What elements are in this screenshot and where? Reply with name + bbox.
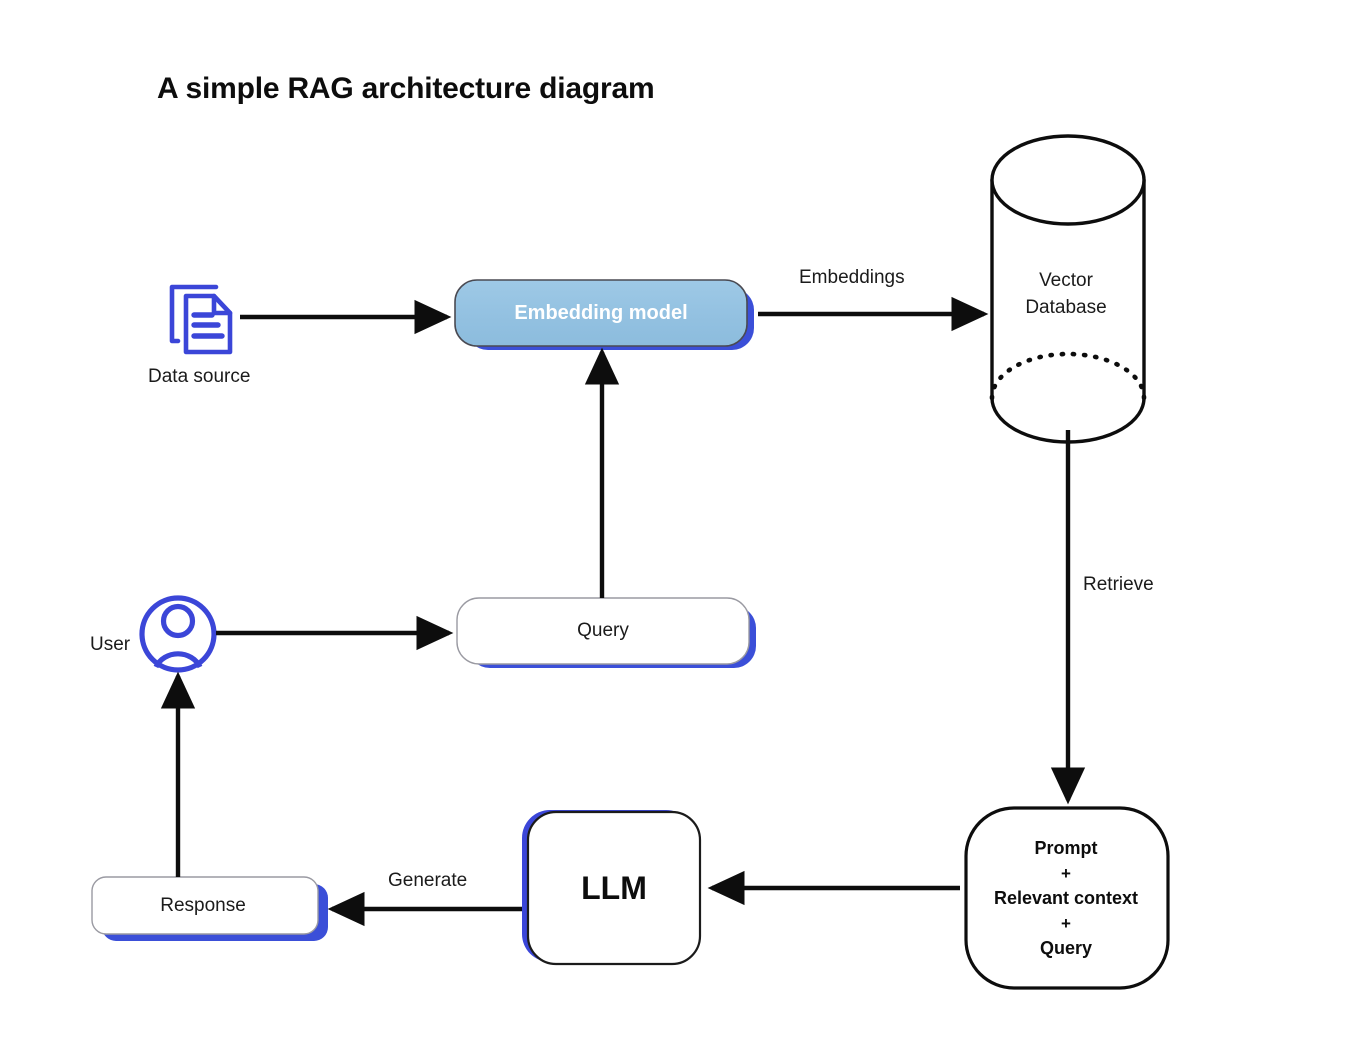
edge-label-embeddings: Embeddings: [799, 267, 905, 288]
embedding-model-box[interactable]: [454, 279, 748, 347]
vector-database-cylinder[interactable]: [989, 134, 1147, 444]
edge-label-generate: Generate: [388, 870, 468, 891]
prompt-bundle-box[interactable]: [964, 806, 1170, 990]
llm-box[interactable]: [526, 810, 702, 966]
document-icon: [169, 284, 233, 355]
data-source-label: Data source: [148, 366, 251, 387]
edge-label-retrieve: Retrieve: [1083, 574, 1154, 595]
user-avatar-icon: [139, 595, 217, 673]
query-box[interactable]: [456, 597, 750, 665]
response-box[interactable]: [91, 876, 319, 935]
user-label: User: [90, 634, 131, 655]
page-title: A simple RAG architecture diagram: [157, 72, 655, 105]
